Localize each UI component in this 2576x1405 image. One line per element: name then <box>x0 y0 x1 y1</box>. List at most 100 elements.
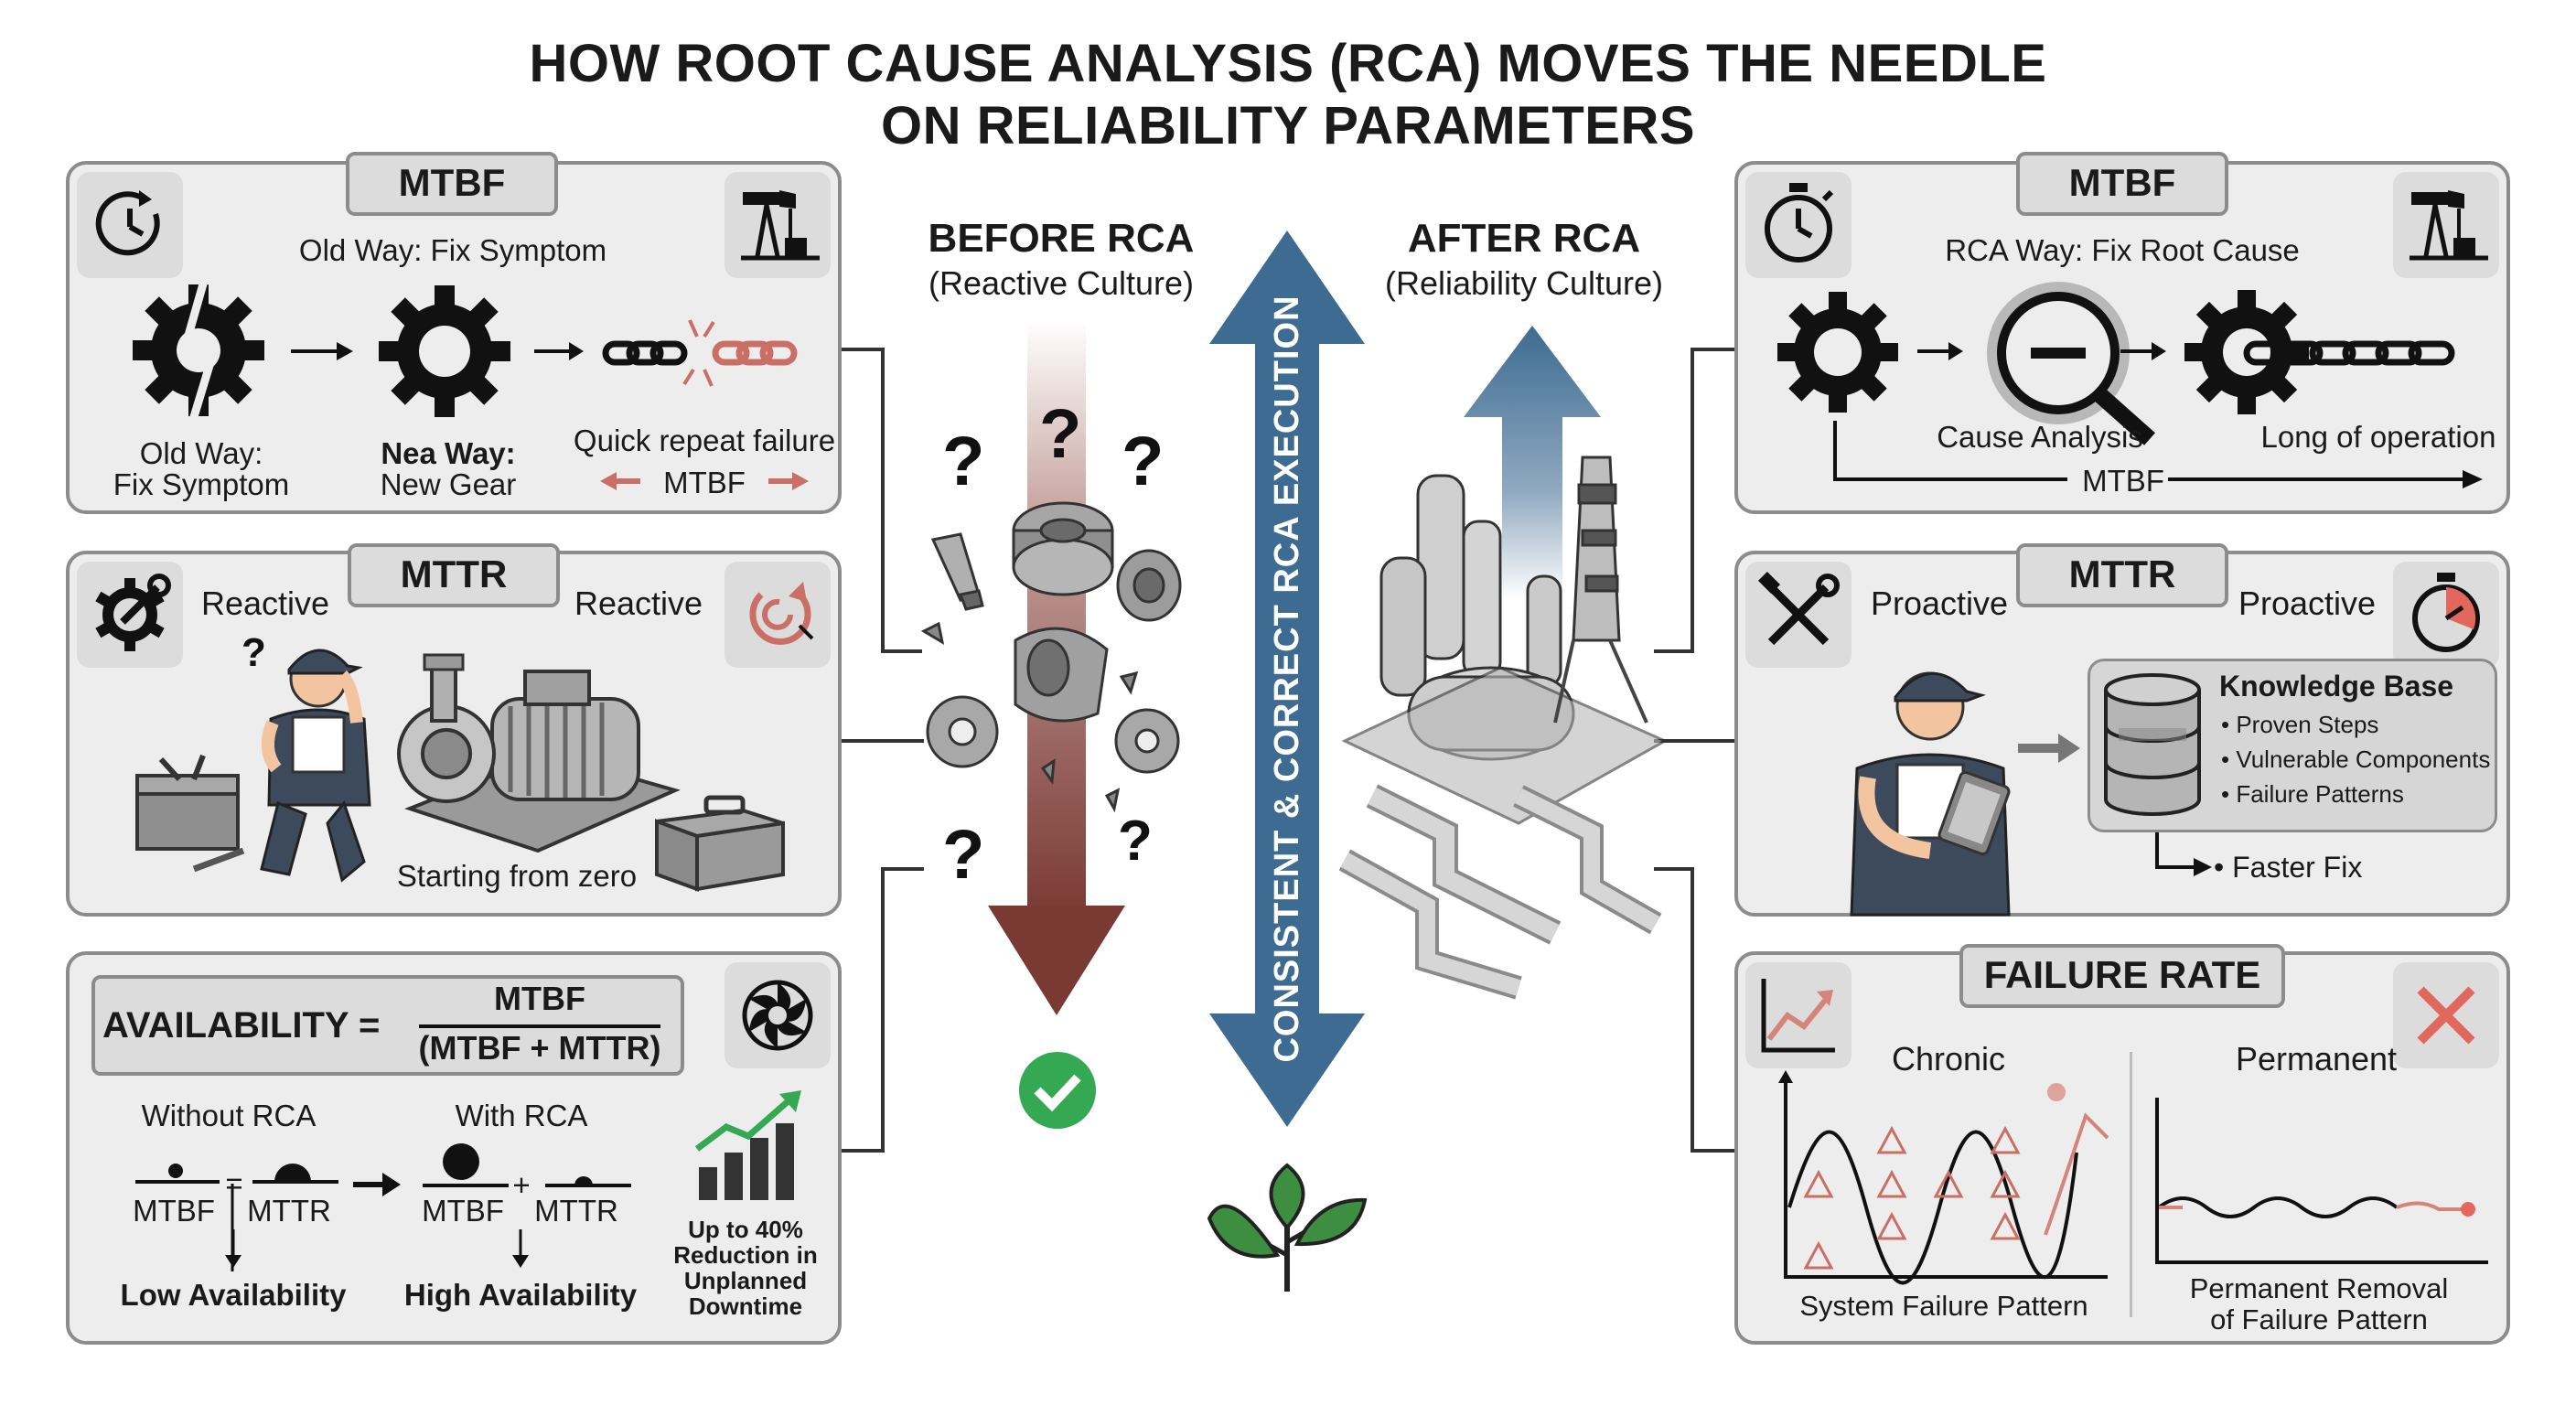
long-mtbf-arrow <box>1833 421 2483 488</box>
kb-item-failure-patterns: • Failure Patterns <box>2221 780 2404 808</box>
trend-chart-icon <box>1761 979 1835 1053</box>
reduction-line-1: Up to 40% <box>688 1216 803 1243</box>
confused-technician-illustration: ? <box>135 630 371 883</box>
with-plus-sign: + <box>512 1168 531 1202</box>
faster-fix-label: • Faster Fix <box>2214 851 2363 884</box>
clock-icon <box>95 190 160 256</box>
arrow-right-icon-5 <box>2120 342 2166 360</box>
kb-item-vulnerable-components: • Vulnerable Components <box>2221 745 2491 773</box>
industrial-plant-illustration <box>1338 456 1669 1000</box>
after-rca-heading: AFTER RCA <box>1407 216 1641 261</box>
oil-pump-icon <box>741 190 820 261</box>
stopwatch-icon <box>1765 183 1834 263</box>
arrow-to-knowledge-base <box>2018 734 2080 763</box>
formula-divider <box>419 1024 660 1028</box>
mtbf-long-label: MTBF <box>2082 464 2164 498</box>
question-mark-text: ? <box>242 630 266 675</box>
without-mttr-label: MTTR <box>247 1194 331 1228</box>
reactive-label-2: Reactive <box>574 585 703 622</box>
with-rca-diagram <box>423 1143 631 1187</box>
reduction-line-3: Unplanned <box>683 1267 808 1294</box>
knowledge-base-title: Knowledge Base <box>2219 670 2454 702</box>
chronic-failure-chart <box>1778 1070 2109 1285</box>
high-availability-label: High Availability <box>403 1278 638 1312</box>
availability-label: AVAILABILITY = <box>102 1005 381 1046</box>
chronic-label: Chronic <box>1891 1040 2006 1078</box>
arrow-right-icon-3 <box>353 1173 401 1196</box>
before-rca-subheading: (Reactive Culture) <box>928 264 1195 302</box>
mttr-right-tab: MTTR <box>2016 543 2228 607</box>
without-down-arrow <box>225 1229 242 1268</box>
with-down-arrow <box>512 1229 529 1268</box>
stopwatch-icon-2 <box>2412 573 2480 652</box>
broken-gear-icon <box>133 279 264 422</box>
red-down-arrow <box>988 320 1125 1015</box>
low-availability-label: Low Availability <box>120 1278 347 1312</box>
without-rca-diagram <box>135 1164 338 1271</box>
starting-from-zero-label: Starting from zero <box>396 859 638 893</box>
before-rca-heading: BEFORE RCA <box>928 216 1195 261</box>
permanent-label: Permanent <box>2235 1040 2398 1078</box>
permanent-removal-label-1: Permanent Removal <box>2189 1272 2449 1304</box>
growth-bar-chart-icon <box>694 1090 801 1200</box>
without-rca-label: Without RCA <box>141 1099 317 1132</box>
mtbf-left-subtitle: Old Way: Fix Symptom <box>298 233 607 267</box>
old-way-label-2: Fix Symptom <box>113 467 290 501</box>
mtbf-right-tab: MTBF <box>2016 152 2228 216</box>
oil-pump-icon-tile <box>724 172 831 278</box>
oil-pump-icon-right <box>2410 190 2488 261</box>
failure-rate-panel <box>1734 951 2510 1345</box>
closed-toolbox-illustration <box>655 795 785 892</box>
failure-rate-tab: FAILURE RATE <box>1959 944 2285 1008</box>
cause-analysis-label: Cause Analysis <box>1937 420 2143 454</box>
short-mtbf-arrows <box>600 472 809 490</box>
arrow-right-icon-2 <box>534 342 584 360</box>
faster-fix-arrow <box>2155 832 2212 876</box>
page-title-line-1: HOW ROOT CAUSE ANALYSIS (RCA) MOVES THE … <box>529 34 2047 93</box>
after-rca-subheading: (Reliability Culture) <box>1384 264 1664 302</box>
long-of-operation-label: Long of operation <box>2260 420 2496 454</box>
arrow-right-icon <box>291 342 353 360</box>
broken-chain-icon <box>602 319 798 387</box>
gear-wrench-icon <box>95 574 171 651</box>
question-mark-text: ? <box>942 423 984 500</box>
blue-up-arrow <box>1464 326 1601 600</box>
without-mtbf-label: MTBF <box>133 1194 215 1228</box>
shutter-icon <box>742 980 813 1051</box>
new-gear-icon <box>379 285 510 417</box>
question-mark-text: ? <box>1039 395 1081 473</box>
question-mark-text: ? <box>1118 810 1153 873</box>
formula-denominator: (MTBF + MTTR) <box>418 1029 661 1067</box>
magnifier-analysis-icon <box>1987 282 2155 445</box>
database-icon <box>2104 673 2201 816</box>
nea-way-label-1: Nea Way: <box>381 436 516 470</box>
permanent-removal-label-2: of Failure Pattern <box>2210 1303 2428 1335</box>
wrench-screwdriver-icon <box>1757 571 1840 646</box>
mtbf-right-subtitle: RCA Way: Fix Root Cause <box>1945 233 2300 267</box>
center-arrow-label: CONSISTENT & CORRECT RCA EXECUTION <box>1268 295 1306 1063</box>
permanent-removal-chart <box>2155 1098 2488 1264</box>
nea-way-label-2: New Gear <box>380 467 517 501</box>
broken-parts-illustration: ? ? ? ? ? <box>920 395 1182 894</box>
mtbf-left-tab: MTBF <box>346 152 558 216</box>
formula-numerator: MTBF <box>494 980 585 1017</box>
mttr-left-tab: MTTR <box>348 543 560 607</box>
reduction-line-4: Downtime <box>688 1292 803 1320</box>
reduction-line-2: Reduction in <box>673 1241 818 1269</box>
question-mark-text: ? <box>1122 423 1164 500</box>
proactive-label-1: Proactive <box>1870 585 2009 622</box>
reactive-label-1: Reactive <box>200 585 330 622</box>
timer-icon-tile <box>724 562 831 668</box>
double-headed-blue-arrow <box>1209 231 1365 1127</box>
with-rca-label: With RCA <box>455 1099 588 1132</box>
page-title-line-2: ON RELIABILITY PARAMETERS <box>880 96 1696 156</box>
without-eq-sign: = <box>225 1166 243 1200</box>
kb-item-proven-steps: • Proven Steps <box>2221 711 2379 738</box>
question-mark-text: ? <box>942 816 984 894</box>
failure-rate-divider <box>2130 1052 2132 1317</box>
with-mtbf-label: MTBF <box>422 1194 504 1228</box>
green-check-icon <box>1019 1052 1096 1129</box>
gear-icon <box>1777 292 1898 413</box>
oil-pump-icon-tile-right <box>2393 172 2499 278</box>
